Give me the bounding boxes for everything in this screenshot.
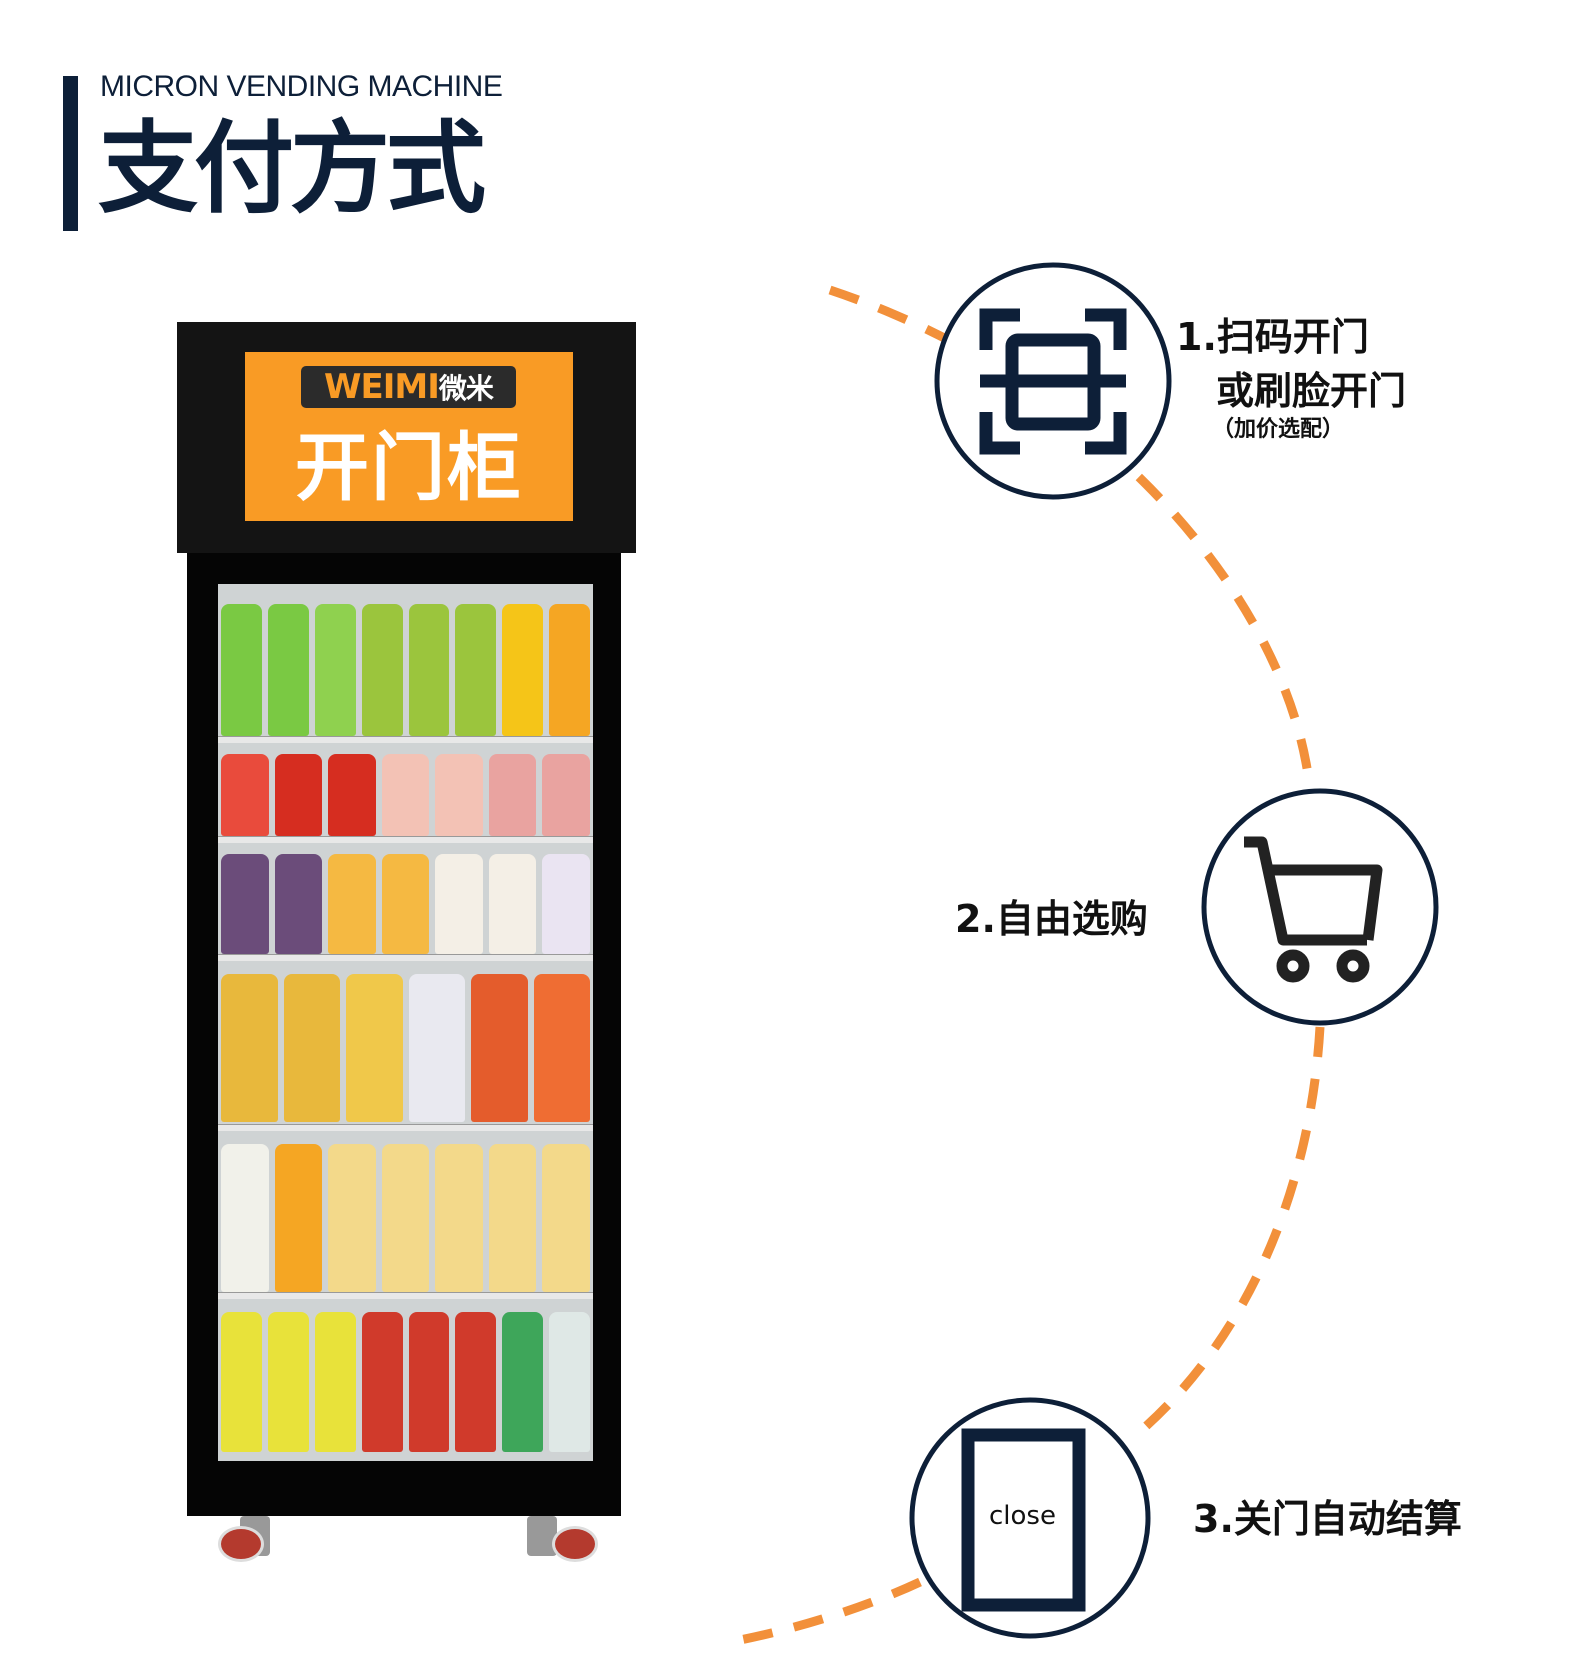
product-item (346, 974, 403, 1122)
product-item (361, 604, 403, 736)
product-item (488, 754, 537, 836)
cabinet-name: 开门柜 (295, 425, 523, 511)
product-item (408, 604, 450, 736)
product-item (274, 754, 323, 836)
shelf (218, 1292, 593, 1299)
product-item (435, 754, 483, 836)
door-close-icon (961, 1428, 1086, 1612)
product-item (267, 1312, 309, 1452)
product-item (488, 854, 537, 954)
scan-step-circle (934, 262, 1172, 500)
close-step-circle (909, 1397, 1151, 1639)
product-item (549, 1312, 590, 1452)
step-2-title: 2.自由选购 (955, 897, 1148, 941)
header-accent-bar (63, 76, 78, 231)
caster-wheel (218, 1526, 264, 1562)
product-item (533, 974, 590, 1122)
cart-step-circle (1201, 788, 1439, 1026)
product-item (221, 754, 269, 836)
product-item (502, 1312, 544, 1452)
product-item (455, 604, 497, 736)
product-item (488, 1144, 537, 1292)
shopping-cart-icon (1244, 836, 1383, 983)
header-subtitle: MICRON VENDING MACHINE (100, 70, 503, 103)
step-1-alt: 或刷脸开门 (1216, 369, 1407, 413)
product-item (221, 1312, 262, 1452)
page-title: 支付方式 (98, 110, 486, 227)
product-item (314, 1312, 356, 1452)
logo-latin: WEIMI (324, 367, 440, 407)
product-item (267, 604, 309, 736)
step-3-title: 3.关门自动结算 (1193, 1497, 1462, 1541)
product-item (361, 1312, 403, 1452)
product-item (381, 754, 430, 836)
product-item (221, 604, 262, 736)
product-item (435, 1144, 483, 1292)
scan-icon (979, 308, 1127, 455)
step-1-title: 1.扫码开门 (1176, 315, 1369, 359)
cabinet-glass-door (218, 584, 593, 1461)
product-item (542, 1144, 590, 1292)
product-item (542, 754, 590, 836)
product-item (274, 1144, 323, 1292)
product-item (502, 604, 544, 736)
product-item (381, 854, 430, 954)
product-item (471, 974, 528, 1122)
product-item (455, 1312, 497, 1452)
product-item (328, 854, 376, 954)
product-item (408, 1312, 450, 1452)
caster (527, 1516, 557, 1556)
product-item (221, 974, 278, 1122)
shelf (218, 1124, 593, 1131)
product-item (221, 1144, 269, 1292)
product-item (274, 854, 323, 954)
product-item (328, 754, 376, 836)
product-item (328, 1144, 376, 1292)
product-item (549, 604, 590, 736)
logo-cn: 微米 (438, 372, 494, 405)
shelf (218, 736, 593, 743)
product-item (381, 1144, 430, 1292)
door-close-label: close (989, 1501, 1056, 1531)
shelf (218, 954, 593, 961)
product-item (283, 974, 340, 1122)
caster-wheel (552, 1526, 598, 1562)
shelf (218, 836, 593, 843)
step-1-note: （加价选配） (1212, 417, 1345, 442)
product-item (314, 604, 356, 736)
dashed-flow-path (739, 285, 1325, 1645)
product-item (542, 854, 590, 954)
product-item (435, 854, 483, 954)
product-item (408, 974, 465, 1122)
product-item (221, 854, 269, 954)
brand-logo: WEIMI微米 (301, 366, 516, 408)
